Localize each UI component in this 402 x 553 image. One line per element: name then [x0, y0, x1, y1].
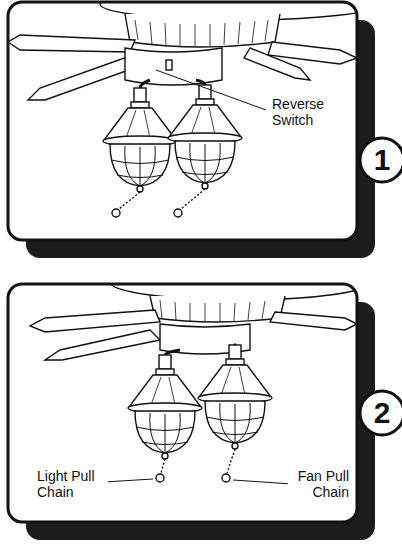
callout-number: 2: [353, 389, 402, 437]
leader-line: [104, 479, 153, 482]
panel-frame: [8, 2, 357, 240]
panel-border: [8, 2, 357, 240]
callout-circle: 1: [353, 136, 402, 184]
panel-border: [8, 284, 357, 522]
leader-line: [233, 480, 292, 484]
fan-close-up: [8, 2, 357, 217]
leader-line: [156, 70, 266, 110]
part-label: Fan Pull Chain: [288, 468, 350, 500]
callout-circle: 2: [353, 389, 402, 437]
panel-frame: [8, 284, 357, 522]
part-label: Reverse Switch: [271, 96, 351, 128]
fan-overview: [30, 284, 357, 484]
callout-number: 1: [353, 136, 402, 184]
part-label: Light Pull Chain: [36, 468, 108, 500]
